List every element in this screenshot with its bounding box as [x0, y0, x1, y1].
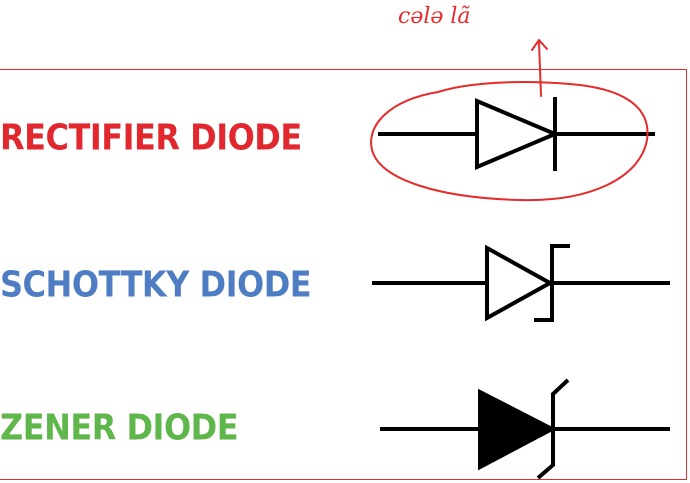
schottky-anode-triangle: [485, 244, 555, 322]
zener-anode-triangle: [478, 388, 557, 471]
annotation-arrow-shaft: [538, 41, 542, 97]
highlight-ellipse: [370, 81, 649, 202]
rectifier-diode-label: RECTIFIER DIODE: [0, 115, 302, 159]
annotation-arrow-head: [531, 39, 548, 51]
schottky-diode-symbol: [372, 244, 670, 322]
zener-diode-label: ZENER DIODE: [0, 405, 239, 449]
handwritten-annotation: [370, 39, 649, 202]
diagram-frame: [0, 69, 687, 480]
handwritten-annotation-text: cələ lã: [398, 4, 471, 29]
rectifier-anode-triangle: [475, 97, 561, 171]
rectifier-diode-symbol: [378, 97, 655, 171]
zener-diode-symbol: [380, 378, 670, 480]
schottky-diode-label: SCHOTTKY DIODE: [0, 262, 312, 306]
